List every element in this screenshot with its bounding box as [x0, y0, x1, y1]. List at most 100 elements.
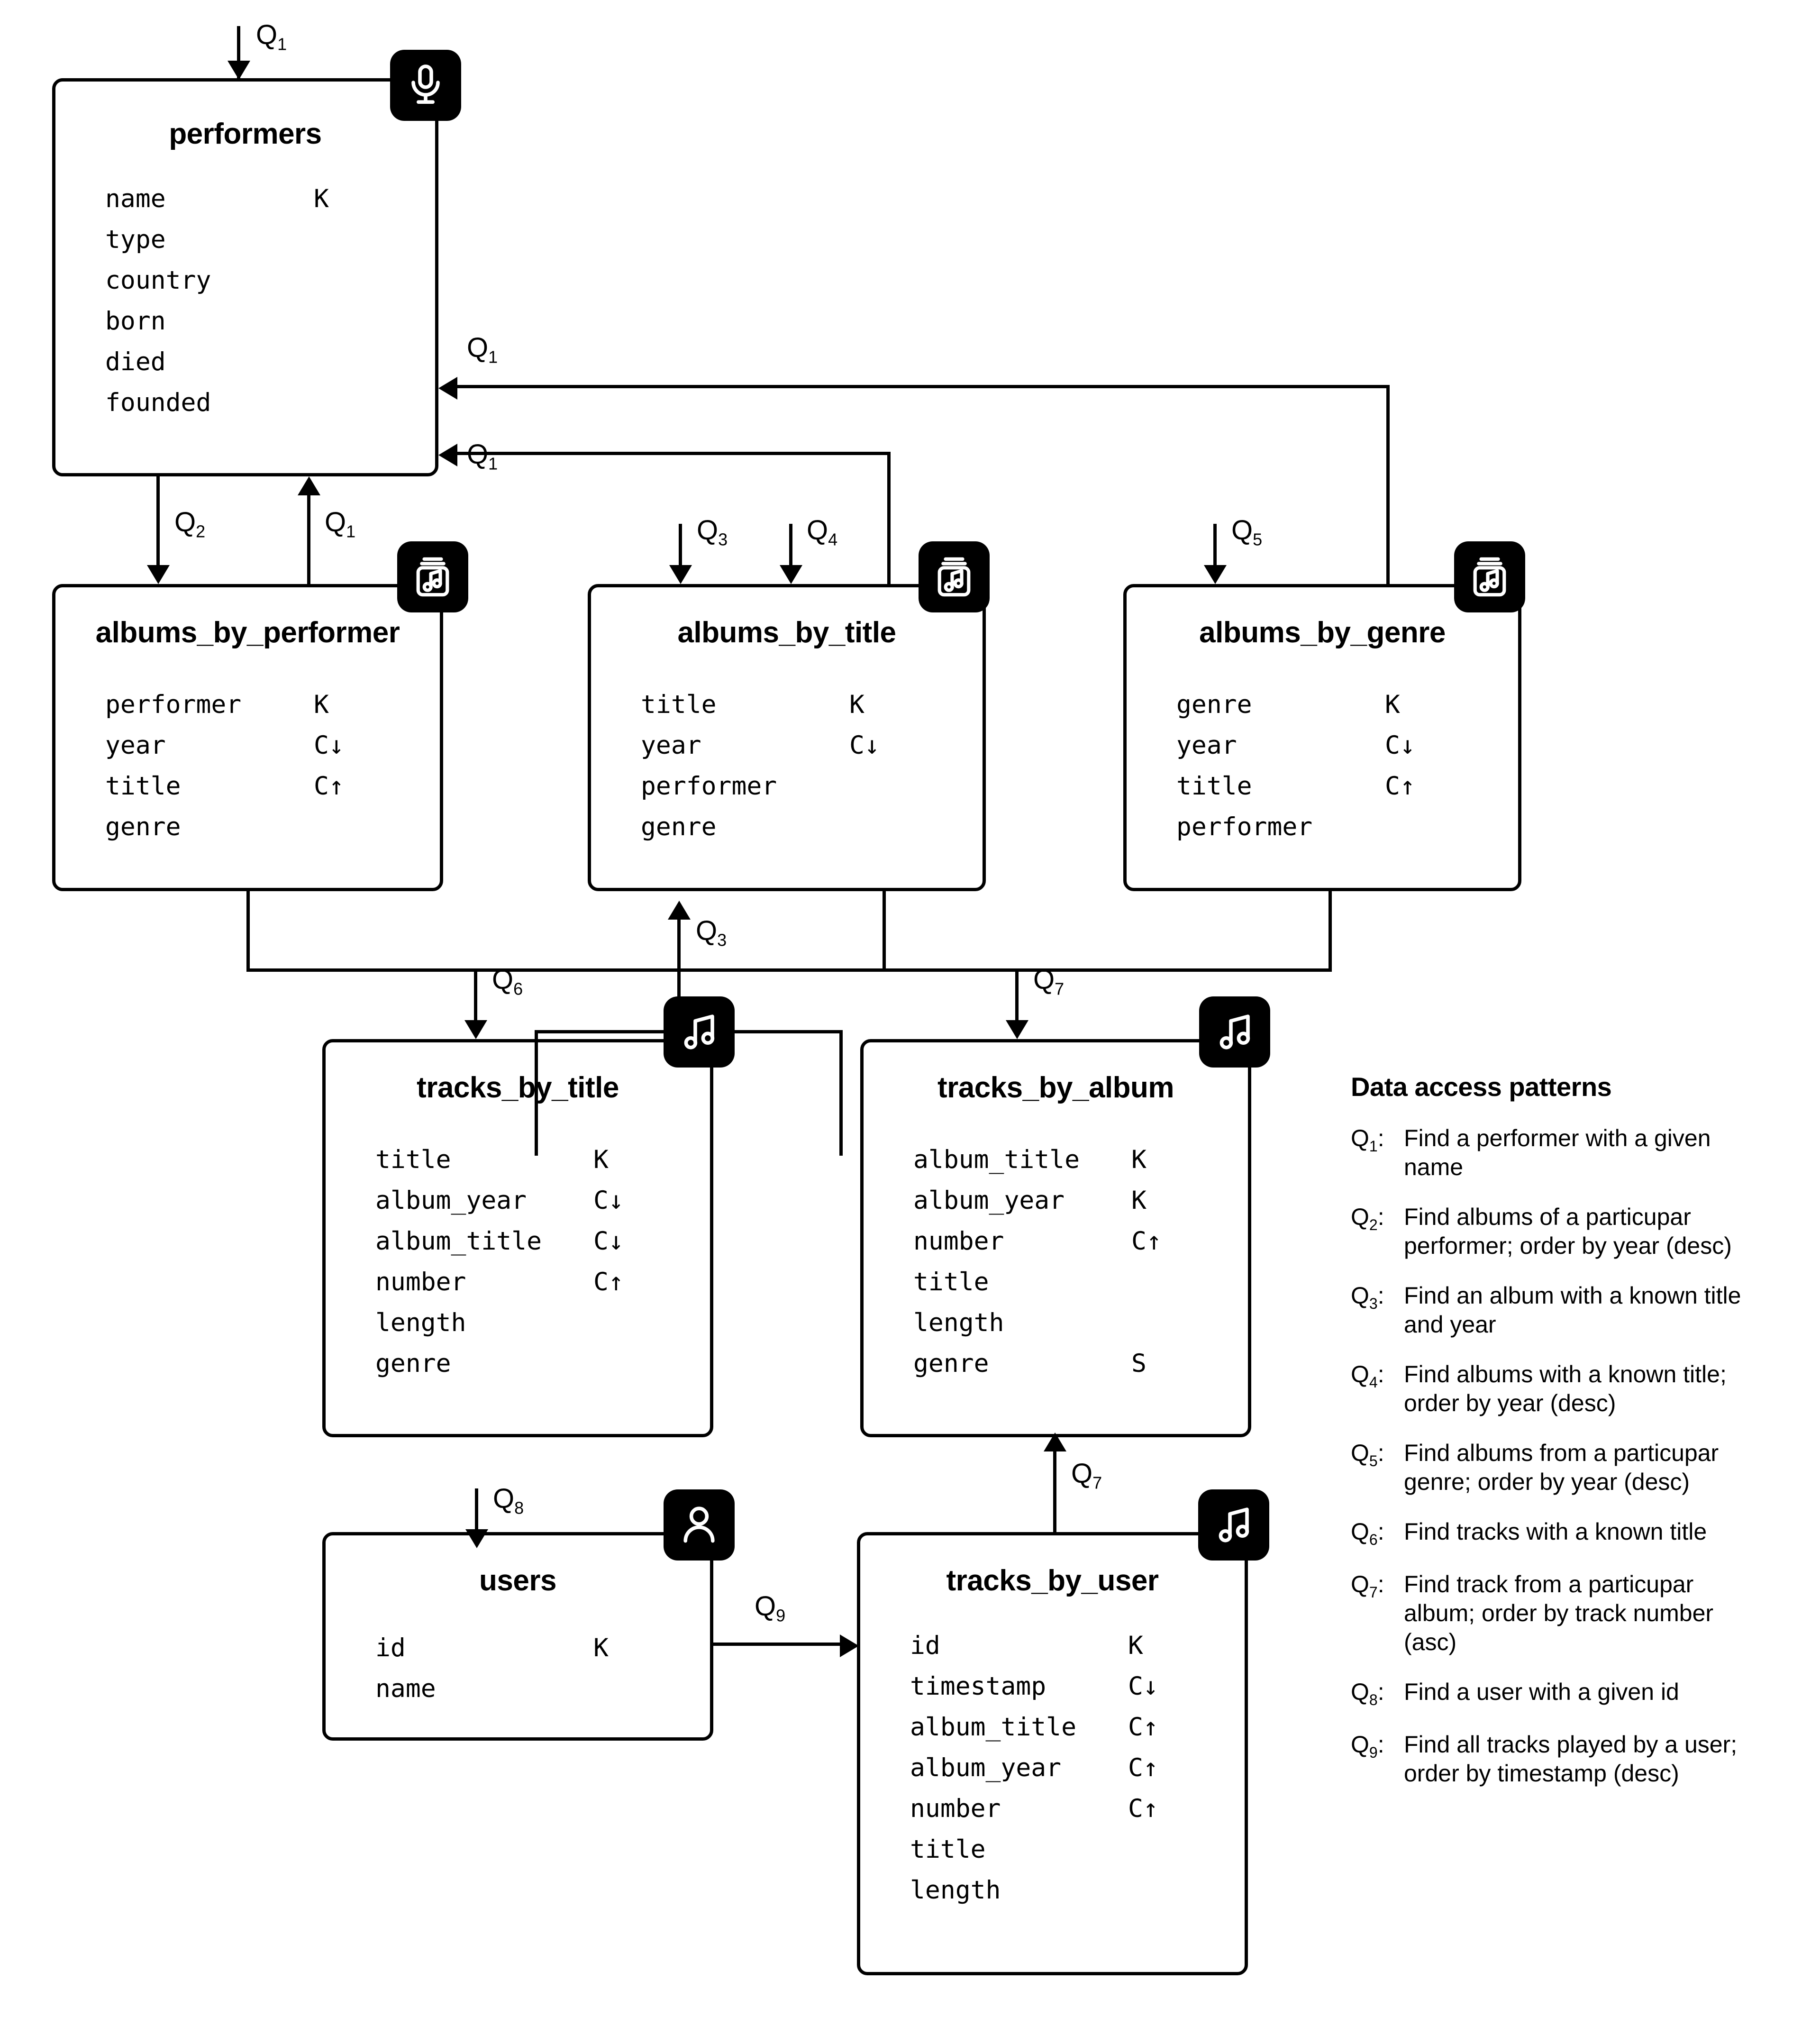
list-item: Q3: Find an album with a known title and…: [1351, 1281, 1768, 1339]
column-key: C↑: [1128, 1713, 1158, 1742]
column-name: album_year: [913, 1186, 1065, 1215]
column-key: C↓: [314, 731, 344, 760]
table-row: born: [105, 301, 402, 342]
table-row: genre: [375, 1343, 677, 1384]
legend-query-text: Find tracks with a known title: [1404, 1518, 1707, 1545]
column-name: year: [105, 731, 166, 760]
edge-bus-horizontal: [246, 968, 1332, 972]
column-key: C↓: [593, 1227, 624, 1256]
legend-query-text: Find all tracks played by a user; order …: [1404, 1731, 1738, 1787]
legend-query-id: Q4:: [1351, 1361, 1384, 1391]
edge-label-q4: Q4: [807, 515, 838, 549]
edge-label-q1-right-upper: Q1: [467, 332, 498, 367]
album-music-icon: [397, 541, 468, 612]
album-music-icon: [1454, 541, 1525, 612]
table-row: year C↓: [1176, 725, 1485, 766]
table-row: name: [375, 1669, 677, 1709]
edge-label-q8: Q8: [493, 1483, 524, 1518]
arrowhead-q3-top: [669, 565, 692, 584]
edge-q7-down: [1015, 968, 1019, 1022]
edge-label-q1-up: Q1: [325, 507, 356, 541]
column-name: length: [913, 1308, 1004, 1337]
edge-q3-top: [679, 524, 682, 569]
table-row: genre: [641, 807, 949, 848]
edge-bus-right-drop: [1329, 891, 1332, 970]
column-key: C↓: [593, 1186, 624, 1215]
table-title: albums_by_performer: [95, 616, 400, 649]
column-key: C↓: [1385, 731, 1415, 760]
column-key: K: [314, 690, 329, 719]
table-row: title: [910, 1829, 1211, 1870]
column-name: album_title: [375, 1227, 542, 1256]
list-item: Q4: Find albums with a known title; orde…: [1351, 1360, 1768, 1418]
column-name: born: [105, 307, 166, 336]
legend-title: Data access patterns: [1351, 1072, 1612, 1102]
table-row: album_year C↓: [375, 1180, 677, 1221]
arrowhead-q1-top: [228, 61, 250, 80]
edge-label-q7-down: Q7: [1033, 964, 1065, 999]
table-albums-by-performer[interactable]: albums_by_performer performer K year C↓ ti…: [52, 584, 443, 891]
edge-q4: [789, 524, 792, 569]
column-name: genre: [105, 812, 181, 841]
column-name: title: [641, 690, 717, 719]
legend-query-id: Q2:: [1351, 1204, 1384, 1233]
arrowhead-q1-lower: [438, 444, 457, 466]
column-name: country: [105, 266, 211, 295]
edge-q6: [474, 968, 477, 1022]
column-name: genre: [641, 812, 717, 841]
column-name: genre: [913, 1349, 989, 1378]
edge-label-q6: Q6: [492, 964, 523, 999]
column-name: album_year: [375, 1186, 527, 1215]
table-row: performer K: [105, 685, 407, 725]
column-name: id: [910, 1631, 940, 1660]
column-name: title: [105, 772, 181, 801]
arrowhead-q1-upper: [438, 377, 457, 400]
edge-label-q5: Q5: [1231, 515, 1263, 549]
column-name: album_title: [910, 1713, 1076, 1742]
column-name: founded: [105, 388, 211, 417]
column-name: performer: [1176, 812, 1313, 841]
legend-query-id: Q8:: [1351, 1679, 1384, 1709]
list-item: Q8: Find a user with a given id: [1351, 1678, 1768, 1709]
arrowhead-q2: [147, 565, 170, 584]
music-note-icon: [1199, 996, 1270, 1068]
column-key: K: [1128, 1631, 1143, 1660]
column-name: number: [910, 1794, 1001, 1823]
column-name: died: [105, 347, 166, 376]
column-key: C↑: [1128, 1794, 1158, 1823]
arrowhead-q7-down: [1006, 1020, 1028, 1039]
column-key: C↑: [1385, 772, 1415, 801]
column-name: performer: [105, 690, 242, 719]
column-key: C↑: [1128, 1753, 1158, 1782]
table-row: album_title C↑: [910, 1707, 1211, 1748]
edge-q1-genre-horizontal: [455, 385, 1390, 388]
column-name: year: [1176, 731, 1237, 760]
edge-q1-title-horizontal: [455, 452, 891, 455]
column-name: length: [910, 1876, 1001, 1905]
table-row: year C↓: [105, 725, 407, 766]
column-name: title: [1176, 772, 1252, 801]
table-row: length: [913, 1303, 1215, 1343]
legend-query-text: Find an album with a known title and yea…: [1404, 1282, 1741, 1338]
column-name: title: [910, 1835, 986, 1864]
column-name: name: [105, 184, 166, 213]
column-key: S: [1131, 1349, 1147, 1378]
